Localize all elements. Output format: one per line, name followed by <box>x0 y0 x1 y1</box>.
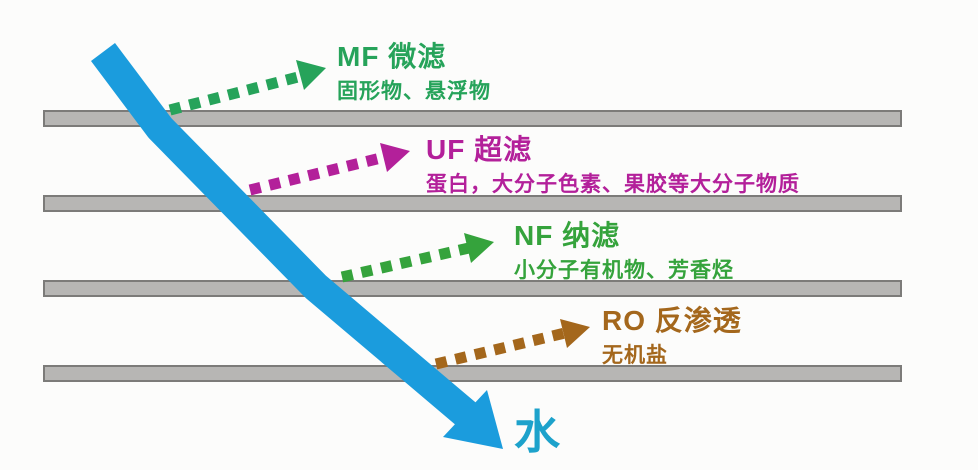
mf-detail: 固形物、悬浮物 <box>337 79 491 103</box>
nf-title: NF 纳滤 <box>514 220 621 251</box>
ro-detail: 无机盐 <box>602 343 668 367</box>
nf-detail: 小分子有机物、芳香烃 <box>514 258 734 282</box>
mf-stage-label: MF 微滤 固形物、悬浮物 <box>337 41 491 103</box>
membrane-bar-1 <box>43 110 902 127</box>
uf-title: UF 超滤 <box>426 134 533 165</box>
membrane-bar-3 <box>43 280 902 297</box>
uf-stage-label: UF 超滤 蛋白，大分子色素、果胶等大分子物质 <box>426 134 800 196</box>
ro-dashed-arrow <box>434 319 590 370</box>
nf-dashed-arrow <box>340 233 494 283</box>
ro-stage-label: RO 反渗透 无机盐 <box>602 305 742 367</box>
ro-title: RO 反渗透 <box>602 305 742 336</box>
membrane-bar-4 <box>43 365 902 382</box>
uf-detail: 蛋白，大分子色素、果胶等大分子物质 <box>426 172 800 196</box>
water-flow-arrow <box>91 43 503 449</box>
water-label: 水 <box>514 406 561 458</box>
mf-title: MF 微滤 <box>337 41 447 72</box>
uf-dashed-arrow <box>248 143 410 196</box>
nf-stage-label: NF 纳滤 小分子有机物、芳香烃 <box>514 220 734 282</box>
mf-dashed-arrow <box>168 60 326 116</box>
